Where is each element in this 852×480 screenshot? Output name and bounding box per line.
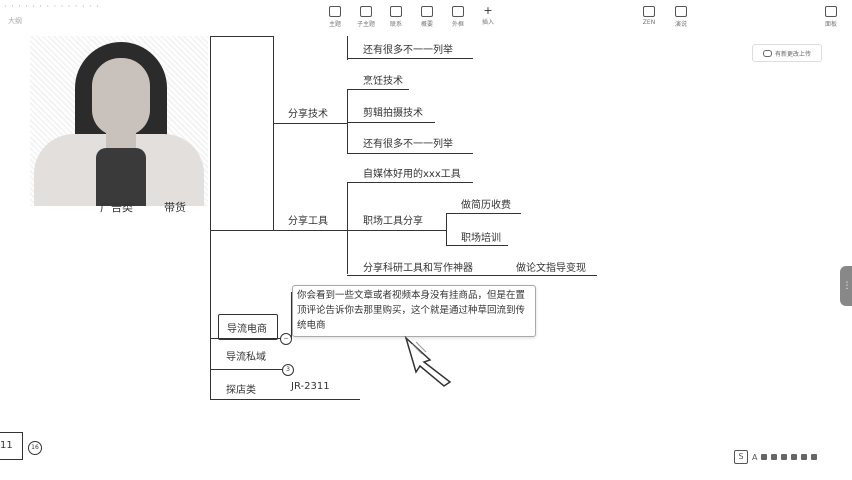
sync-upload-button[interactable]: 有新更改上传 [752, 44, 822, 62]
topic-media-tools[interactable]: 自媒体好用的xxx工具 [363, 169, 461, 180]
topic-ecommerce: 导流电商 [227, 324, 267, 335]
topic-underline [273, 123, 348, 124]
topic-underline [210, 399, 360, 400]
subtopic-button[interactable]: 子主题 [351, 6, 381, 28]
topic-workplace-tools[interactable]: 职场工具分享 [363, 216, 423, 227]
presenter-top [96, 148, 146, 206]
sync-upload-label: 有新更改上传 [774, 50, 811, 58]
boundary-label: 外框 [451, 21, 464, 28]
keyboard-icon[interactable] [781, 454, 788, 460]
partial-node-bottom-label: 11 [0, 440, 13, 451]
topic-underline [273, 230, 348, 231]
collapse-toggle[interactable]: − [280, 333, 292, 345]
connector [347, 36, 348, 60]
topic-underline [446, 213, 521, 214]
zen-icon [643, 6, 655, 17]
top-toolbar: · · · · · · · · · · · · · · 大纲 主题 子主题 联系… [0, 0, 852, 34]
topic-jr-2311[interactable]: JR-2311 [291, 381, 330, 392]
insert-button[interactable]: + 插入 [473, 4, 503, 26]
skin-icon[interactable] [791, 454, 798, 460]
connector [210, 230, 274, 231]
presenter-face [92, 58, 150, 136]
collapsed-count-badge[interactable]: 16 [28, 441, 42, 455]
topic-underline [210, 338, 292, 339]
boundary-button[interactable]: 外框 [443, 6, 473, 28]
boundary-icon [452, 6, 464, 17]
relation-button[interactable]: 联系 [381, 6, 411, 28]
subtopic-label: 子主题 [356, 21, 375, 28]
connector [446, 213, 447, 245]
outline-label[interactable]: 大纲 [8, 17, 22, 25]
topic-thesis[interactable]: 做论文指导变现 [516, 263, 586, 274]
topic-cooking[interactable]: 烹饪技术 [363, 76, 403, 87]
connector [210, 36, 274, 37]
connector [273, 36, 274, 124]
mic-icon[interactable] [771, 454, 778, 460]
main-connector [210, 36, 211, 400]
topic-underline [210, 369, 282, 370]
topic-editing[interactable]: 剪辑拍摄技术 [363, 108, 423, 119]
insert-label: 插入 [481, 19, 494, 26]
theme-label: 主题 [328, 21, 341, 28]
play-icon [675, 6, 687, 17]
connector [273, 124, 274, 231]
topic-resume[interactable]: 做简历收费 [461, 200, 511, 211]
topic-share-tech[interactable]: 分享技术 [288, 109, 328, 120]
window-title: · · · · · · · · · · · · · · [4, 2, 100, 11]
topic-underline [347, 230, 447, 231]
theme-icon [329, 6, 341, 17]
topic-store-visit[interactable]: 探店类 [226, 385, 256, 396]
punctuation-icon[interactable] [761, 454, 768, 460]
summary-label: 概要 [420, 21, 433, 28]
ime-toolbar[interactable]: S A [734, 450, 818, 464]
topic-note[interactable]: 你会看到一些文章或者视频本身没有挂商品，但是在置顶评论告诉你去那里购买，这个就是… [292, 285, 536, 337]
theme-button[interactable]: 主题 [320, 6, 350, 28]
topic-underline [347, 275, 597, 276]
topic-more-2[interactable]: 还有很多不一一列举 [363, 139, 453, 150]
topic-private-traffic[interactable]: 导流私域 [226, 352, 266, 363]
panel-icon [825, 6, 837, 17]
topic-underline [347, 153, 473, 154]
partial-node-bottom[interactable]: 11 [0, 432, 23, 460]
topic-more[interactable]: 还有很多不一一列举 [363, 45, 453, 56]
summary-button[interactable]: 概要 [412, 6, 442, 28]
topic-share-tools[interactable]: 分享工具 [288, 216, 328, 227]
zen-label: ZEN [642, 19, 656, 26]
connector [347, 182, 348, 274]
relation-icon [390, 6, 402, 17]
cloud-icon [762, 49, 772, 57]
topic-underline [347, 182, 473, 183]
summary-icon [421, 6, 433, 17]
toolbox-icon[interactable] [801, 454, 808, 460]
partial-node-left: 广告类 [100, 201, 133, 214]
presenter-video [30, 36, 208, 206]
topic-ecommerce-box[interactable]: 导流电商 [218, 314, 278, 340]
collapsed-count-badge[interactable]: 3 [282, 364, 294, 376]
pitch-button[interactable]: 演说 [666, 6, 696, 28]
topic-underline [347, 89, 409, 90]
ime-logo-icon[interactable]: S [734, 450, 748, 464]
hand-cursor-icon [404, 335, 452, 387]
menu-icon[interactable] [811, 454, 818, 460]
note-connector [291, 292, 292, 338]
topic-training[interactable]: 职场培训 [461, 233, 501, 244]
zen-button[interactable]: ZEN [634, 6, 664, 26]
panel-label: 面板 [824, 21, 837, 28]
ime-mode[interactable]: A [752, 452, 758, 462]
topic-research-tools[interactable]: 分享科研工具和写作神器 [363, 263, 473, 274]
partial-node-right: 带货 [164, 201, 186, 214]
pitch-label: 演说 [674, 21, 687, 28]
subtopic-icon [360, 6, 372, 17]
panel-button[interactable]: 面板 [816, 6, 846, 28]
topic-underline [446, 245, 508, 246]
side-panel-handle[interactable]: ⋮ [840, 266, 852, 306]
topic-underline [347, 58, 473, 59]
topic-underline [347, 122, 435, 123]
plus-icon: + [483, 4, 493, 17]
relation-label: 联系 [389, 21, 402, 28]
